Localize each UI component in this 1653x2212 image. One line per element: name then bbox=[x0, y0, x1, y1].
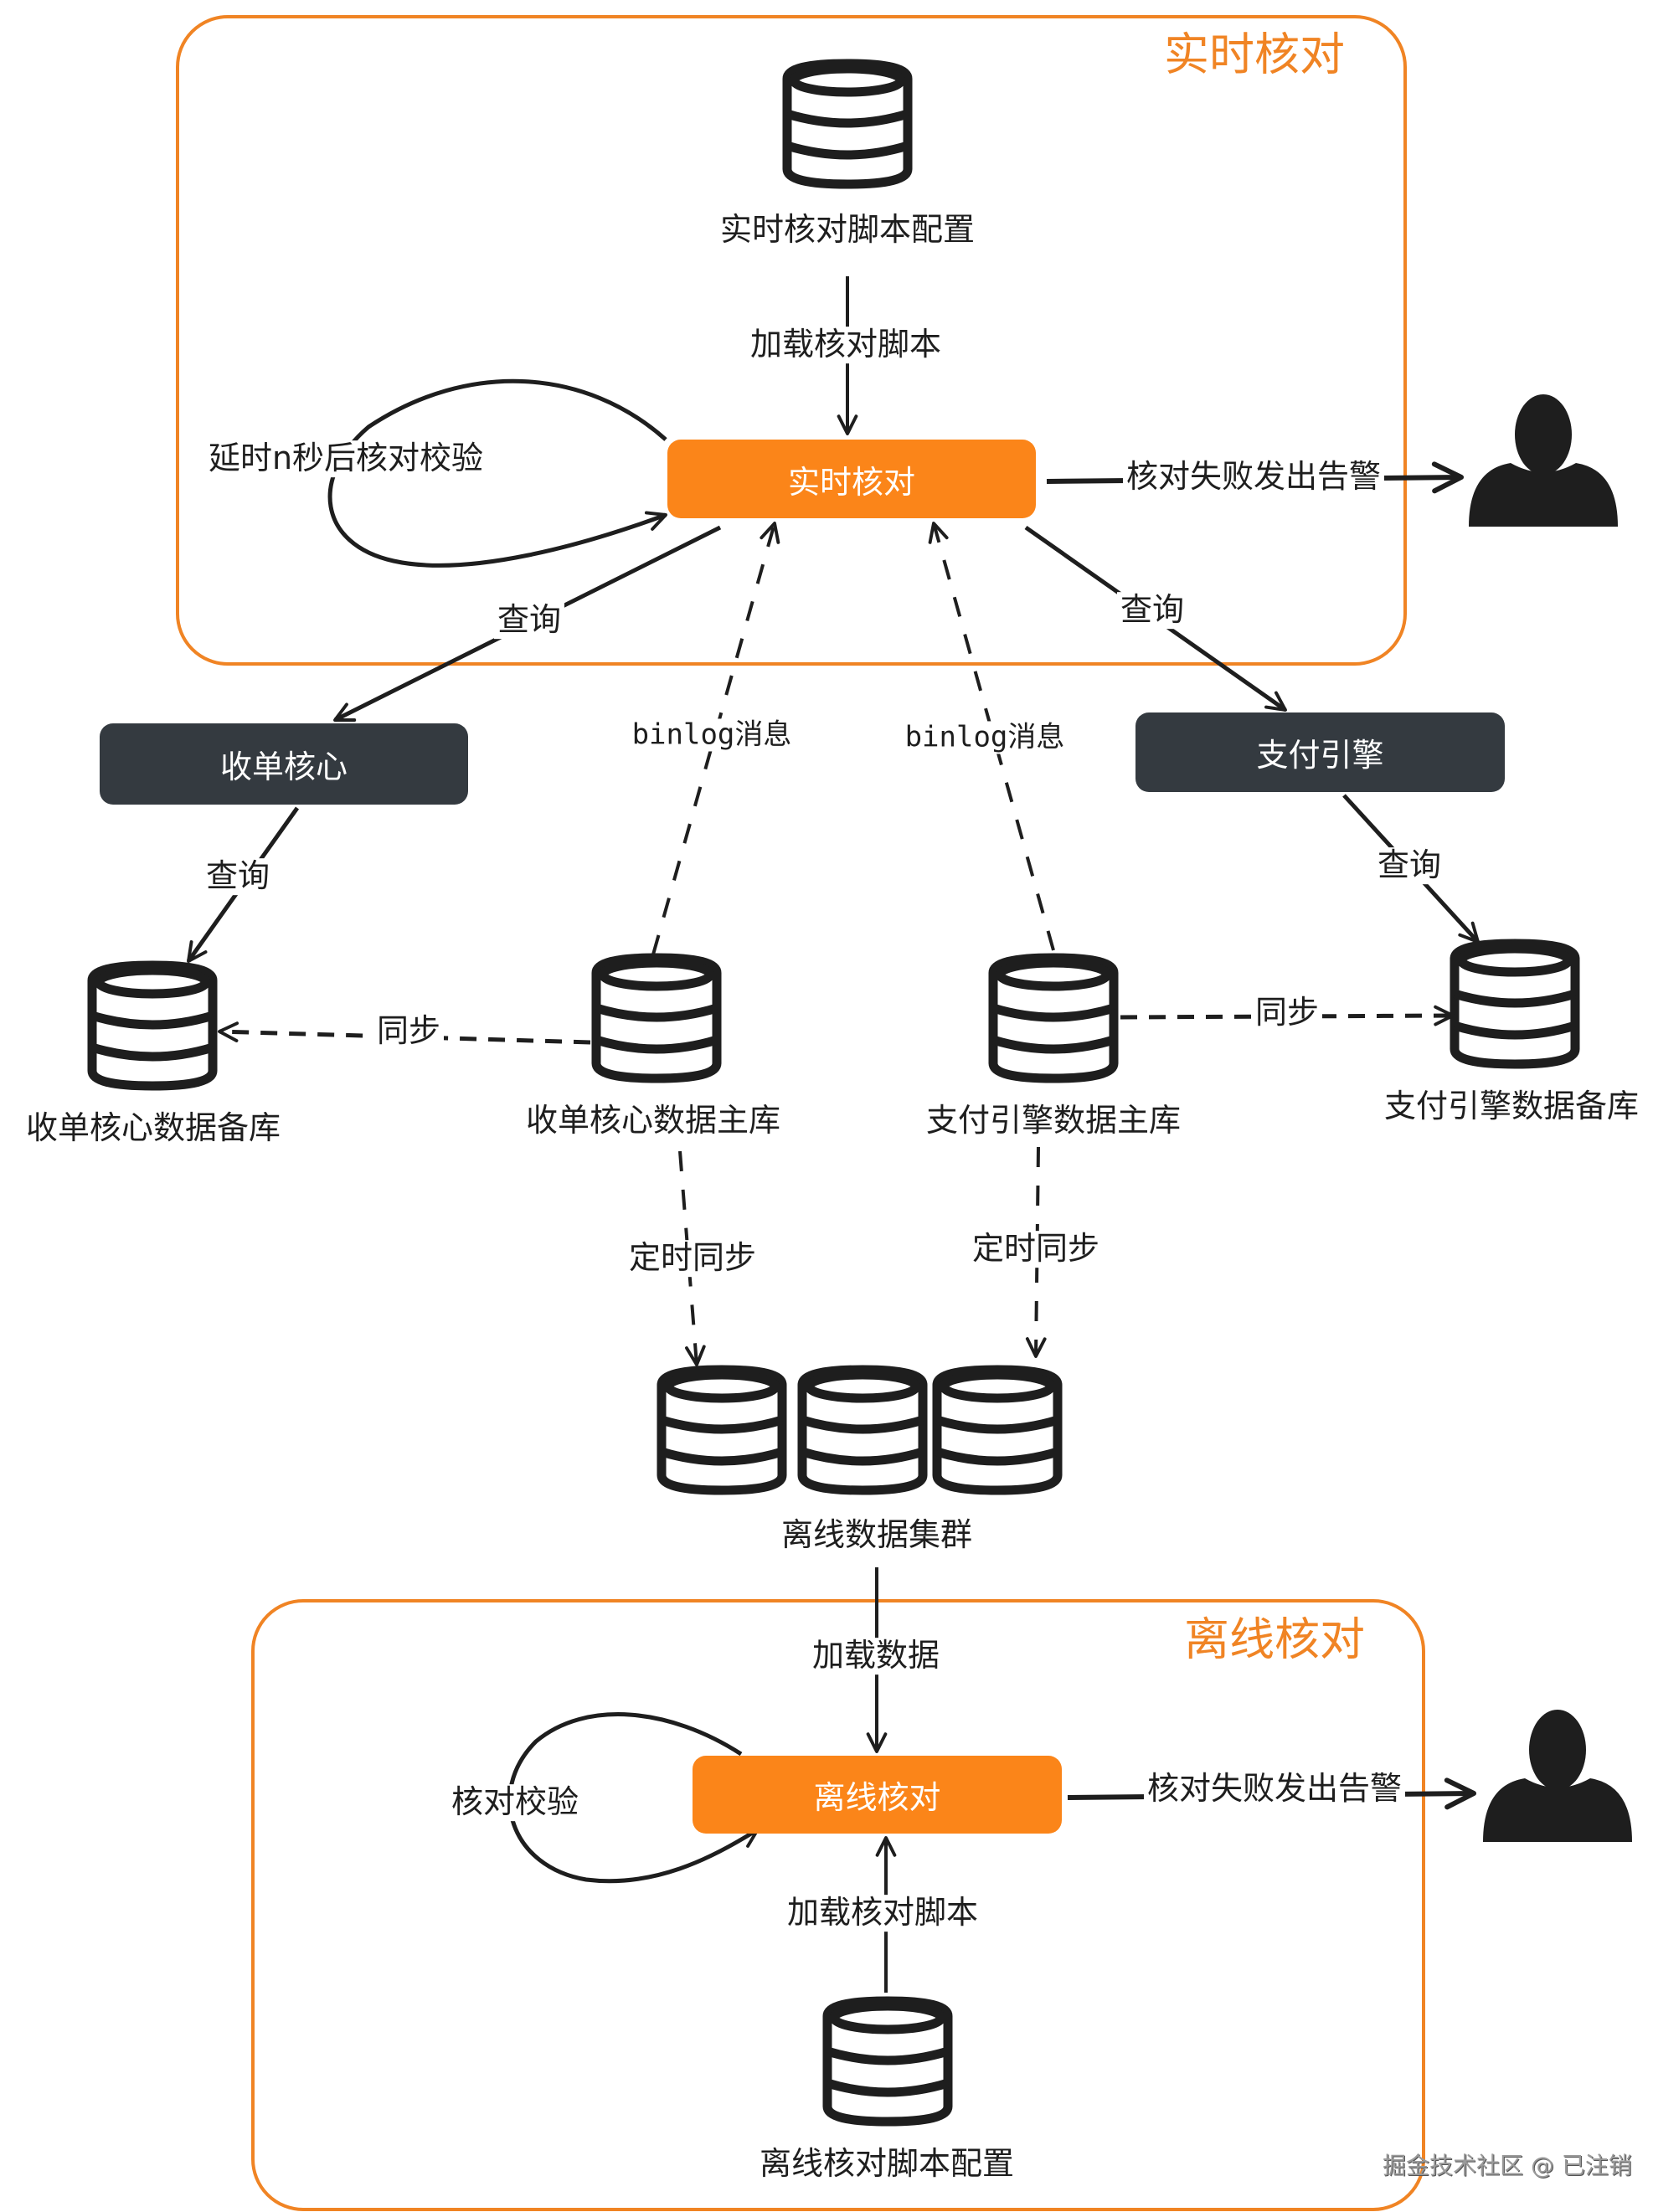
offline-cluster-db-icon-3 bbox=[937, 1370, 1058, 1490]
load-script-label: 加载核对脚本 bbox=[746, 326, 945, 363]
order-core-node[interactable]: 收单核心 bbox=[100, 723, 468, 805]
offline-alert-label: 核对失败发出告警 bbox=[1143, 1770, 1406, 1808]
payment-scheduled-sync-label: 定时同步 bbox=[968, 1230, 1104, 1268]
offline-script-db-label: 离线核对脚本配置 bbox=[759, 2145, 1015, 2183]
offline-cluster-label: 离线数据集群 bbox=[780, 1516, 973, 1554]
order-backup-db-label: 收单核心数据备库 bbox=[25, 1109, 281, 1147]
query-left-label: 查询 bbox=[493, 601, 565, 639]
order-scheduled-sync-label: 定时同步 bbox=[625, 1239, 760, 1277]
binlog-right-label: binlog消息 bbox=[901, 721, 1069, 754]
load-data-label: 加载数据 bbox=[808, 1637, 944, 1674]
order-main-db-label: 收单核心数据主库 bbox=[525, 1102, 781, 1139]
offline-frame bbox=[251, 1599, 1425, 2211]
offline-cluster-db-icon-1 bbox=[662, 1370, 782, 1490]
binlog-left-label: binlog消息 bbox=[628, 718, 796, 752]
watermark: 掘金技术社区 @ 已注销 bbox=[1383, 2152, 1632, 2179]
realtime-loop-label: 延时n秒后核对校验 bbox=[204, 440, 487, 477]
payment-engine-node[interactable]: 支付引擎 bbox=[1135, 712, 1505, 792]
realtime-section-title: 实时核对 bbox=[1164, 28, 1345, 81]
payment-main-db-label: 支付引擎数据主库 bbox=[925, 1102, 1182, 1139]
realtime-person-icon bbox=[1469, 394, 1618, 527]
query-right-label: 查询 bbox=[1116, 591, 1188, 629]
realtime-script-db-label: 实时核对脚本配置 bbox=[719, 211, 976, 249]
payment-engine-label: 支付引擎 bbox=[1256, 737, 1384, 774]
payment-main-db-icon bbox=[993, 958, 1114, 1078]
offline-loop-label: 核对校验 bbox=[447, 1783, 583, 1821]
order-backup-db-icon bbox=[92, 965, 213, 1086]
offline-cluster-db-icon-2 bbox=[802, 1370, 923, 1490]
load-offline-script-label: 加载核对脚本 bbox=[783, 1894, 982, 1932]
payment-backup-db-label: 支付引擎数据备库 bbox=[1383, 1088, 1640, 1125]
realtime-check-node[interactable]: 实时核对 bbox=[667, 440, 1036, 518]
payment-sync-label: 同步 bbox=[1251, 994, 1323, 1031]
realtime-check-label: 实时核对 bbox=[787, 463, 915, 501]
payment-query-label: 查询 bbox=[1373, 846, 1445, 884]
order-main-db-icon bbox=[596, 958, 717, 1078]
order-query-label: 查询 bbox=[202, 857, 274, 895]
offline-check-label: 离线核对 bbox=[813, 1779, 941, 1816]
realtime-loop-arrow bbox=[327, 378, 667, 568]
offline-section-title: 离线核对 bbox=[1184, 1613, 1365, 1666]
realtime-script-db-icon bbox=[787, 64, 908, 184]
offline-check-node[interactable]: 离线核对 bbox=[693, 1756, 1062, 1834]
realtime-alert-label: 核对失败发出告警 bbox=[1122, 458, 1385, 496]
offline-script-db-icon bbox=[827, 2001, 948, 2122]
order-sync-label: 同步 bbox=[373, 1012, 445, 1050]
offline-person-icon bbox=[1483, 1710, 1632, 1842]
payment-backup-db-icon bbox=[1455, 944, 1575, 1064]
order-core-label: 收单核心 bbox=[219, 748, 348, 785]
realtime-frame bbox=[176, 15, 1407, 666]
